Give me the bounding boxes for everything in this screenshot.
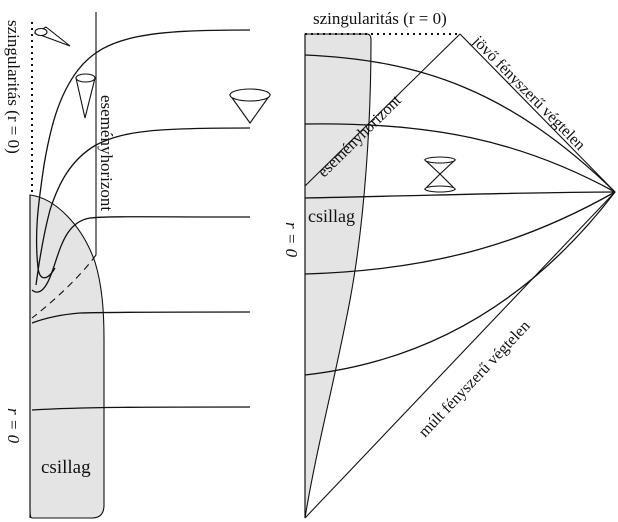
right-worldline-3: [304, 191, 616, 199]
left-worldline-5: [31, 406, 251, 411]
left-light-cone-2: [75, 73, 96, 119]
right-worldline-1: [304, 54, 616, 193]
left-worldline-4: [31, 311, 251, 324]
left-origin-label: r = 0: [4, 408, 23, 444]
right-singularity-label: szingularitás (r = 0): [313, 9, 447, 28]
left-star-label: csillag: [41, 457, 91, 478]
left-singularity-label: szingularitás (r = 0): [4, 20, 23, 154]
right-light-cone: [423, 156, 457, 193]
left-diagram: szingularitás (r = 0) r = 0 eseményhoriz…: [4, 12, 272, 519]
right-event-horizon-line: [304, 33, 461, 187]
right-worldline-5: [304, 191, 616, 376]
left-worldline-3: [31, 216, 251, 293]
right-future-infinity-label: jövő fényszerű végtelen: [468, 32, 588, 154]
left-worldline-2: [35, 127, 251, 286]
right-past-infinity-label: múlt fényszerű végtelen: [416, 318, 534, 441]
right-star-label: csillag: [308, 206, 355, 226]
right-origin-label: r = 0: [282, 222, 301, 258]
right-future-null-infinity: [459, 33, 616, 193]
left-horizon-dashed: [31, 254, 97, 319]
right-star-region: [304, 33, 372, 519]
right-diagram: szingularitás (r = 0) r = 0 jövő fénysze…: [282, 9, 616, 519]
left-light-cone-1: [33, 26, 71, 47]
right-past-null-infinity: [304, 191, 616, 519]
left-horizon-label: eseményhorizont: [97, 95, 116, 211]
right-worldline-2: [304, 123, 616, 193]
left-light-cone-3: [228, 88, 272, 124]
right-worldline-4: [304, 191, 616, 275]
